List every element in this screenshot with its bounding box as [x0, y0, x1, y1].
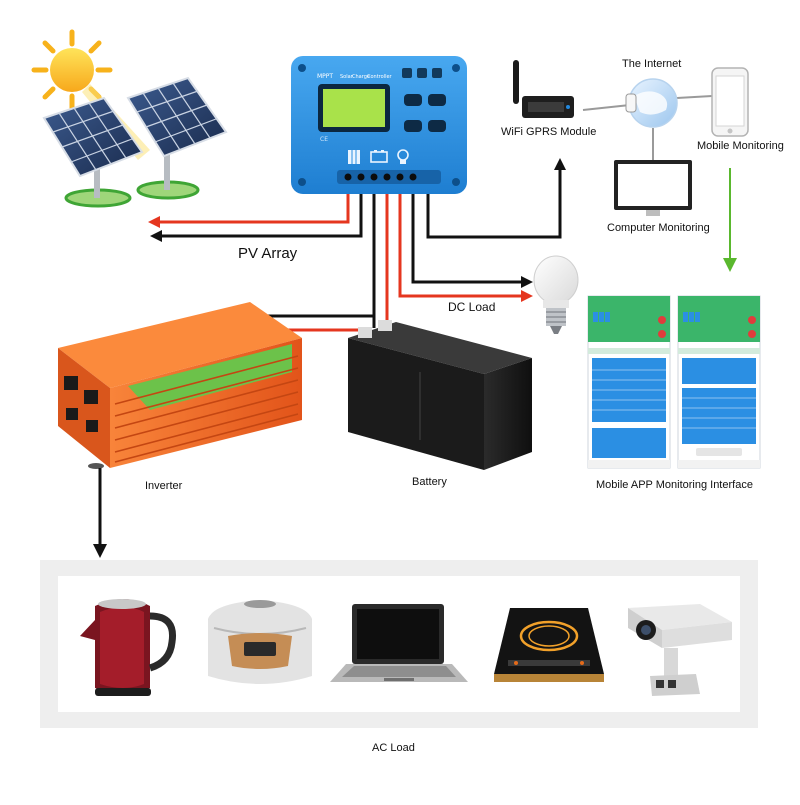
controller-button-2	[428, 94, 446, 106]
ac-load-arrow	[93, 468, 107, 558]
controller-title-controller: Controller	[367, 74, 393, 80]
internet-label: The Internet	[622, 58, 682, 70]
mppt-charge-controller: MPPT Solar Charge Controller CE	[291, 56, 467, 194]
controller-terminals	[344, 173, 417, 181]
controller-title-charge: Charge	[352, 74, 370, 80]
controller-title-mppt: MPPT	[317, 73, 333, 80]
wifi-module-label: WiFi GPRS Module	[501, 126, 597, 138]
battery-wires	[372, 194, 389, 328]
wifi-module-link	[426, 158, 566, 239]
app-interface-label: Mobile APP Monitoring Interface	[596, 479, 753, 491]
mobile-to-app-arrow	[723, 168, 737, 272]
wifi-gprs-module-icon	[513, 60, 574, 118]
induction-cooker-icon	[494, 608, 604, 682]
pv-array-label: PV Array	[238, 245, 298, 262]
controller-panel-icon	[348, 150, 360, 164]
app-screenshot-left	[587, 295, 671, 469]
kettle-icon	[80, 599, 177, 696]
inverter-label: Inverter	[145, 480, 183, 492]
computer-monitoring-label: Computer Monitoring	[607, 222, 710, 234]
ac-load-label: AC Load	[372, 742, 415, 754]
security-camera-icon	[628, 604, 732, 696]
dc-load-wires	[398, 194, 533, 302]
mobile-phone-icon	[711, 67, 749, 137]
controller-bulb-icon	[397, 149, 409, 164]
computer-monitor-icon	[614, 160, 692, 216]
controller-button-3	[404, 120, 422, 132]
battery-device	[348, 320, 532, 470]
dc-load-label: DC Load	[448, 300, 496, 314]
app-screenshot-right	[677, 295, 761, 469]
pv-array-wires	[148, 194, 363, 242]
inverter-device	[58, 302, 302, 469]
internet-globe-icon	[582, 78, 713, 160]
dc-load-bulb-icon	[533, 255, 579, 334]
controller-title-solar: Solar	[340, 74, 354, 80]
solar-panel-right	[126, 76, 228, 200]
rice-cooker-icon	[208, 600, 312, 684]
ce-mark: CE	[320, 136, 328, 143]
solar-panel-left	[42, 96, 144, 208]
mobile-monitoring-label: Mobile Monitoring	[697, 140, 784, 152]
battery-label: Battery	[412, 476, 447, 488]
controller-battery-icon	[370, 150, 388, 163]
controller-button-4	[428, 120, 446, 132]
controller-lcd-screen	[323, 89, 385, 127]
laptop-icon	[330, 604, 468, 682]
controller-button-1	[404, 94, 422, 106]
